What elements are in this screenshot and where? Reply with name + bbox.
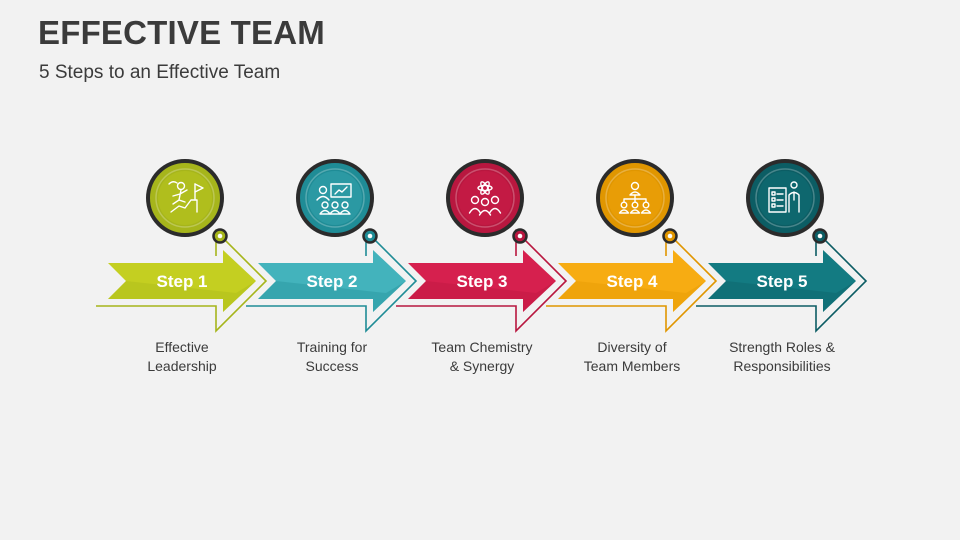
step-caption-line: Success [305, 358, 359, 374]
step-connector-dot [817, 233, 823, 239]
step-caption-line: Training for [296, 339, 368, 355]
step-arrow [408, 250, 556, 312]
step-5: Step 5 [696, 159, 868, 333]
step-arrow [258, 250, 406, 312]
organization-hierarchy-icon [618, 181, 652, 214]
team-training-presentation-icon [316, 183, 352, 215]
step-label: Step 5 [756, 272, 807, 291]
step-arrow-shade [108, 281, 256, 312]
step-circle-inner [308, 171, 362, 225]
step-arrow [708, 250, 856, 312]
team-chemistry-atom-icon [468, 181, 502, 216]
step-caption-line: Diversity of [597, 339, 667, 355]
step-label: Step 4 [606, 272, 658, 291]
step-caption: Diversity of Team Members [557, 338, 707, 376]
step-caption-line: & Synergy [449, 358, 515, 374]
step-connector-dot [367, 233, 373, 239]
step-caption: Strength Roles & Responsibilities [707, 338, 857, 376]
step-arrow [558, 250, 706, 312]
step-connector-dot [667, 233, 673, 239]
roles-checklist-person-icon [768, 181, 800, 213]
step-caption-line: Strength Roles & [729, 339, 835, 355]
step-caption: Team Chemistry & Synergy [407, 338, 557, 376]
step-connector-dot [217, 233, 223, 239]
step-arrow-shade [558, 281, 706, 312]
step-arrow-shade [408, 281, 556, 312]
step-connector-dot [517, 233, 523, 239]
step-arrow-shade [258, 281, 406, 312]
step-arrow [108, 250, 256, 312]
step-label: Step 3 [456, 272, 507, 291]
step-2: Step 2 [246, 159, 418, 333]
page-subtitle: 5 Steps to an Effective Team [39, 62, 281, 83]
step-arrow-shade [708, 281, 856, 312]
step-caption-line: Leadership [147, 358, 217, 374]
step-4: Step 4 [546, 159, 718, 333]
step-circle-inner [158, 171, 212, 225]
step-label: Step 1 [156, 272, 207, 291]
step-label: Step 2 [306, 272, 357, 291]
step-3: Step 3 [396, 159, 568, 333]
step-1: Step 1 [96, 159, 268, 333]
step-caption-line: Team Chemistry [431, 339, 533, 355]
step-caption-line: Effective [155, 339, 209, 355]
step-caption-line: Team Members [583, 358, 681, 374]
step-circle-inner [758, 171, 812, 225]
page-title: EFFECTIVE TEAM [38, 14, 325, 51]
leader-climbing-to-flag-icon [168, 181, 204, 213]
step-caption-line: Responsibilities [733, 358, 831, 374]
